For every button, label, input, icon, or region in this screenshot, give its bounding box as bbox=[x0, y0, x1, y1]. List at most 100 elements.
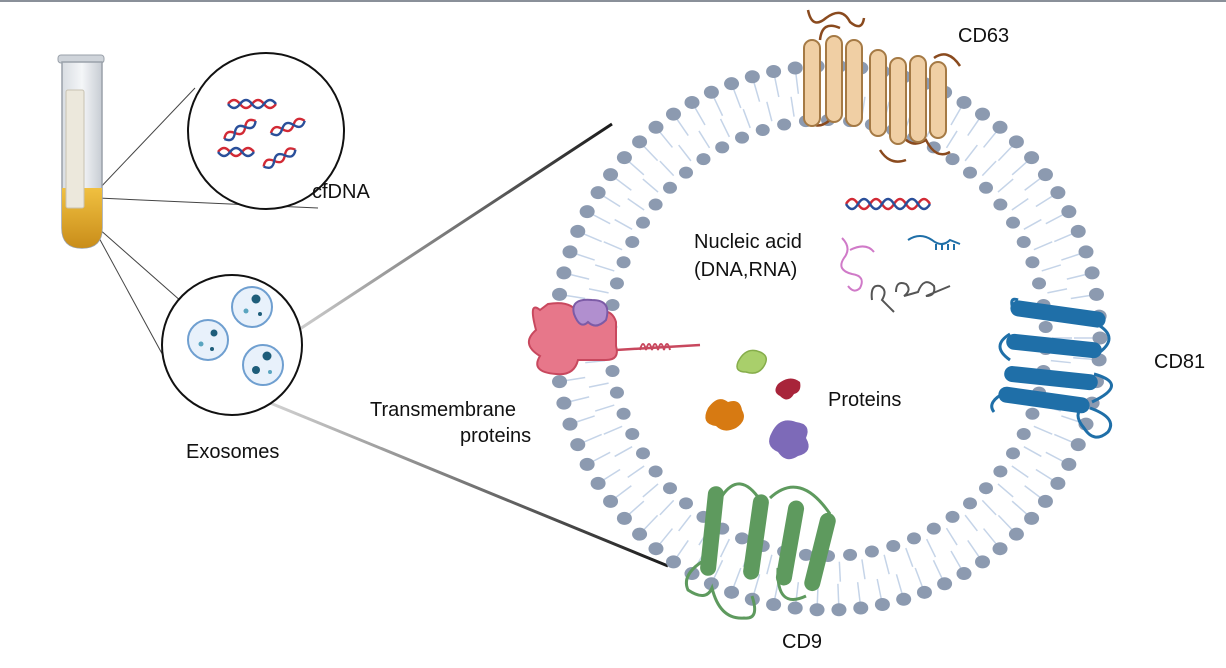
lipid-head bbox=[744, 70, 760, 84]
zoom-lines bbox=[257, 122, 669, 568]
lipid-tail bbox=[1045, 213, 1064, 225]
lipid-head bbox=[926, 522, 941, 535]
lipid-head bbox=[979, 482, 994, 495]
lipid-head bbox=[632, 527, 648, 541]
lipid-tail bbox=[964, 144, 978, 162]
lipid-head bbox=[616, 151, 632, 165]
lipid-tail bbox=[1033, 425, 1053, 435]
lipid-head bbox=[937, 577, 953, 591]
lipid-head bbox=[703, 85, 719, 99]
protein-blob-icon bbox=[705, 349, 809, 460]
lipid-tail bbox=[753, 82, 761, 102]
lipid-tail bbox=[1035, 195, 1054, 208]
lipid-tail bbox=[575, 253, 595, 261]
lipid-head bbox=[766, 598, 782, 612]
lipid-tail bbox=[925, 538, 937, 558]
exosome-vesicle-icon bbox=[231, 286, 273, 328]
lipid-head bbox=[896, 592, 912, 606]
lipid-tail bbox=[594, 404, 615, 412]
lipid-head bbox=[1006, 216, 1021, 229]
lipid-head bbox=[993, 198, 1008, 211]
lipid-tail bbox=[592, 213, 611, 225]
lipid-head bbox=[556, 266, 572, 280]
lipid-head bbox=[926, 141, 941, 154]
dna-helix-icon bbox=[844, 197, 932, 211]
lipid-head bbox=[886, 540, 901, 553]
lipid-tail bbox=[964, 514, 978, 532]
lipid-tail bbox=[997, 145, 1013, 162]
lipid-tail bbox=[565, 376, 586, 382]
lipid-tail bbox=[1023, 446, 1042, 458]
lipid-head bbox=[962, 166, 977, 179]
lipid-head bbox=[684, 95, 700, 109]
lipid-head bbox=[1008, 135, 1024, 149]
transmembrane-label-line2: proteins bbox=[460, 425, 531, 447]
lipid-tail bbox=[1024, 177, 1042, 191]
lipid-head bbox=[603, 168, 619, 182]
transmembrane-label-line1: Transmembrane bbox=[370, 399, 516, 421]
lipid-head bbox=[1024, 511, 1040, 525]
lipid-tail bbox=[628, 161, 645, 176]
lipid-head bbox=[755, 123, 770, 136]
lipid-head bbox=[1050, 186, 1066, 200]
lipid-head bbox=[605, 365, 620, 378]
lipid-tail bbox=[905, 547, 914, 568]
transmembrane-protein-icon bbox=[528, 298, 701, 376]
lipid-tail bbox=[614, 485, 632, 499]
lipid-tail bbox=[1011, 197, 1029, 211]
lipid-tail bbox=[575, 415, 595, 423]
lipid-head bbox=[724, 585, 740, 599]
lipid-bilayer bbox=[548, 59, 1108, 617]
lipid-head bbox=[798, 548, 813, 561]
lipid-tail bbox=[732, 567, 742, 587]
cd63-label: CD63 bbox=[958, 25, 1009, 47]
lipid-head bbox=[552, 375, 568, 389]
lipid-tail bbox=[659, 499, 675, 516]
lipid-head bbox=[625, 235, 640, 248]
lipid-head bbox=[979, 181, 994, 194]
lipid-head bbox=[648, 465, 663, 478]
exosome-vesicle-icon bbox=[187, 319, 229, 361]
lipid-tail bbox=[1033, 241, 1053, 251]
lipid-tail bbox=[766, 554, 773, 575]
lipid-tail bbox=[659, 528, 673, 545]
lipid-tail bbox=[592, 451, 611, 463]
lipid-head bbox=[590, 186, 606, 200]
lipid-head bbox=[1025, 256, 1040, 269]
lipid-head bbox=[562, 245, 578, 259]
lipid-head bbox=[715, 141, 730, 154]
lipid-head bbox=[616, 407, 631, 420]
lipid-head bbox=[648, 542, 664, 556]
lipid-head bbox=[906, 532, 921, 545]
lipid-tail bbox=[642, 178, 659, 193]
lipid-head bbox=[945, 153, 960, 166]
cd63-receptor-icon bbox=[803, 9, 962, 163]
lipid-head bbox=[625, 428, 640, 441]
lipid-tail bbox=[603, 425, 623, 435]
lipid-head bbox=[552, 287, 568, 301]
lipid-head bbox=[1032, 277, 1047, 290]
lipid-head bbox=[1084, 266, 1100, 280]
lipid-tail bbox=[945, 527, 958, 546]
lipid-tail bbox=[719, 118, 731, 138]
lipid-head bbox=[956, 95, 972, 109]
lipid-head bbox=[992, 542, 1008, 556]
lipid-tail bbox=[594, 264, 615, 272]
lipid-tail bbox=[659, 160, 675, 177]
lipid-head bbox=[679, 497, 694, 510]
lipid-tail bbox=[628, 500, 645, 515]
lipid-head bbox=[956, 567, 972, 581]
lipid-head bbox=[603, 494, 619, 508]
lipid-tail bbox=[642, 483, 659, 498]
lipid-head bbox=[992, 120, 1008, 134]
lipid-tail bbox=[1050, 359, 1071, 364]
cfdna-zoom-circle bbox=[187, 52, 345, 210]
lipid-head bbox=[1092, 331, 1108, 345]
lipid-head bbox=[1016, 235, 1031, 248]
lipid-tail bbox=[569, 273, 590, 280]
lipid-head bbox=[1038, 320, 1053, 333]
lipid-head bbox=[787, 61, 803, 75]
lipid-tail bbox=[883, 554, 890, 575]
lipid-head bbox=[945, 510, 960, 523]
